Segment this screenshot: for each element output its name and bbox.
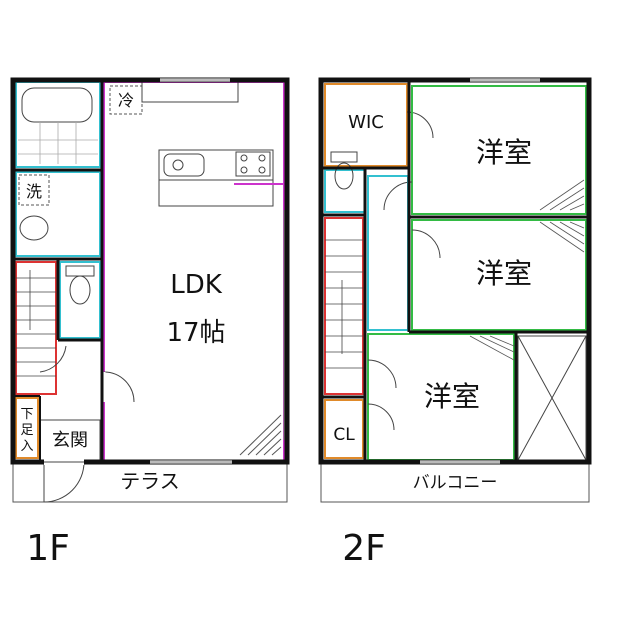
closet-door [367,403,395,431]
floor2-label: 2F [342,528,386,569]
fridge-label: 冷 [118,91,134,110]
ldk-label: LDK [170,270,223,300]
wash-label: 洗 [26,182,42,201]
entrance-door [43,461,85,503]
shoe-box-label-3: 入 [20,439,33,454]
bedroom-mid-label: 洋室 [476,257,532,290]
washroom-outline [15,171,101,257]
balcony-label: バルコニー [413,473,498,493]
wic-door [406,111,434,139]
shoe-box-label-2: 足 [20,423,33,438]
terrace-label: テラス [120,469,180,493]
bedroom-bottom-door [367,359,397,389]
ldk-door [103,371,135,403]
stove-icon [235,151,271,177]
closet-label: CL [333,425,355,445]
closet-hatch [469,179,585,361]
stair-2f [324,217,364,395]
toilet-tank-icon [65,265,95,277]
upper-cabinet [141,81,239,103]
floor1-label: 1F [26,528,70,569]
shoe-box [15,397,39,459]
entrance-label: 玄関 [52,430,88,451]
floor1-outer-wall [10,77,290,465]
bathtub-icon [21,87,93,123]
stair-1f-steps [16,270,56,377]
toilet-2f [324,169,366,213]
stair-1f [15,261,57,395]
bedroom-mid [411,219,587,331]
stair-2f-steps [325,239,363,369]
basin-icon [19,215,49,241]
bedroom-bottom-label: 洋室 [424,380,480,413]
toilet-1f [59,261,101,339]
wic-label: WIC [348,112,384,133]
kitchen-counter [158,149,274,181]
toilet-bowl-icon [69,275,91,305]
ldk-size-label: 17帖 [166,318,225,348]
kitchen-island-edge [158,179,274,207]
toilet-2f-tank-icon [330,151,358,163]
ldk-hatch [239,414,282,456]
floor-1: テラス 冷 LDK 17帖 [10,77,290,569]
bedroom-top [411,85,587,215]
hall-2f [367,175,409,331]
washer-space [18,174,50,206]
bedroom-mid-door [411,229,441,259]
wic-outline [324,83,408,167]
closet [324,399,364,459]
sink-drain-icon [172,159,184,171]
bath-floor-tile [18,122,98,164]
toilet-2f-bowl-icon [334,162,354,190]
hall-door [39,345,67,373]
shoe-box-label-1: 下 [20,407,33,422]
bedroom-top-label: 洋室 [476,136,532,169]
floor-2: バルコニー WIC 洋室 洋室 洋室 [318,77,592,569]
sink-icon [163,153,205,177]
